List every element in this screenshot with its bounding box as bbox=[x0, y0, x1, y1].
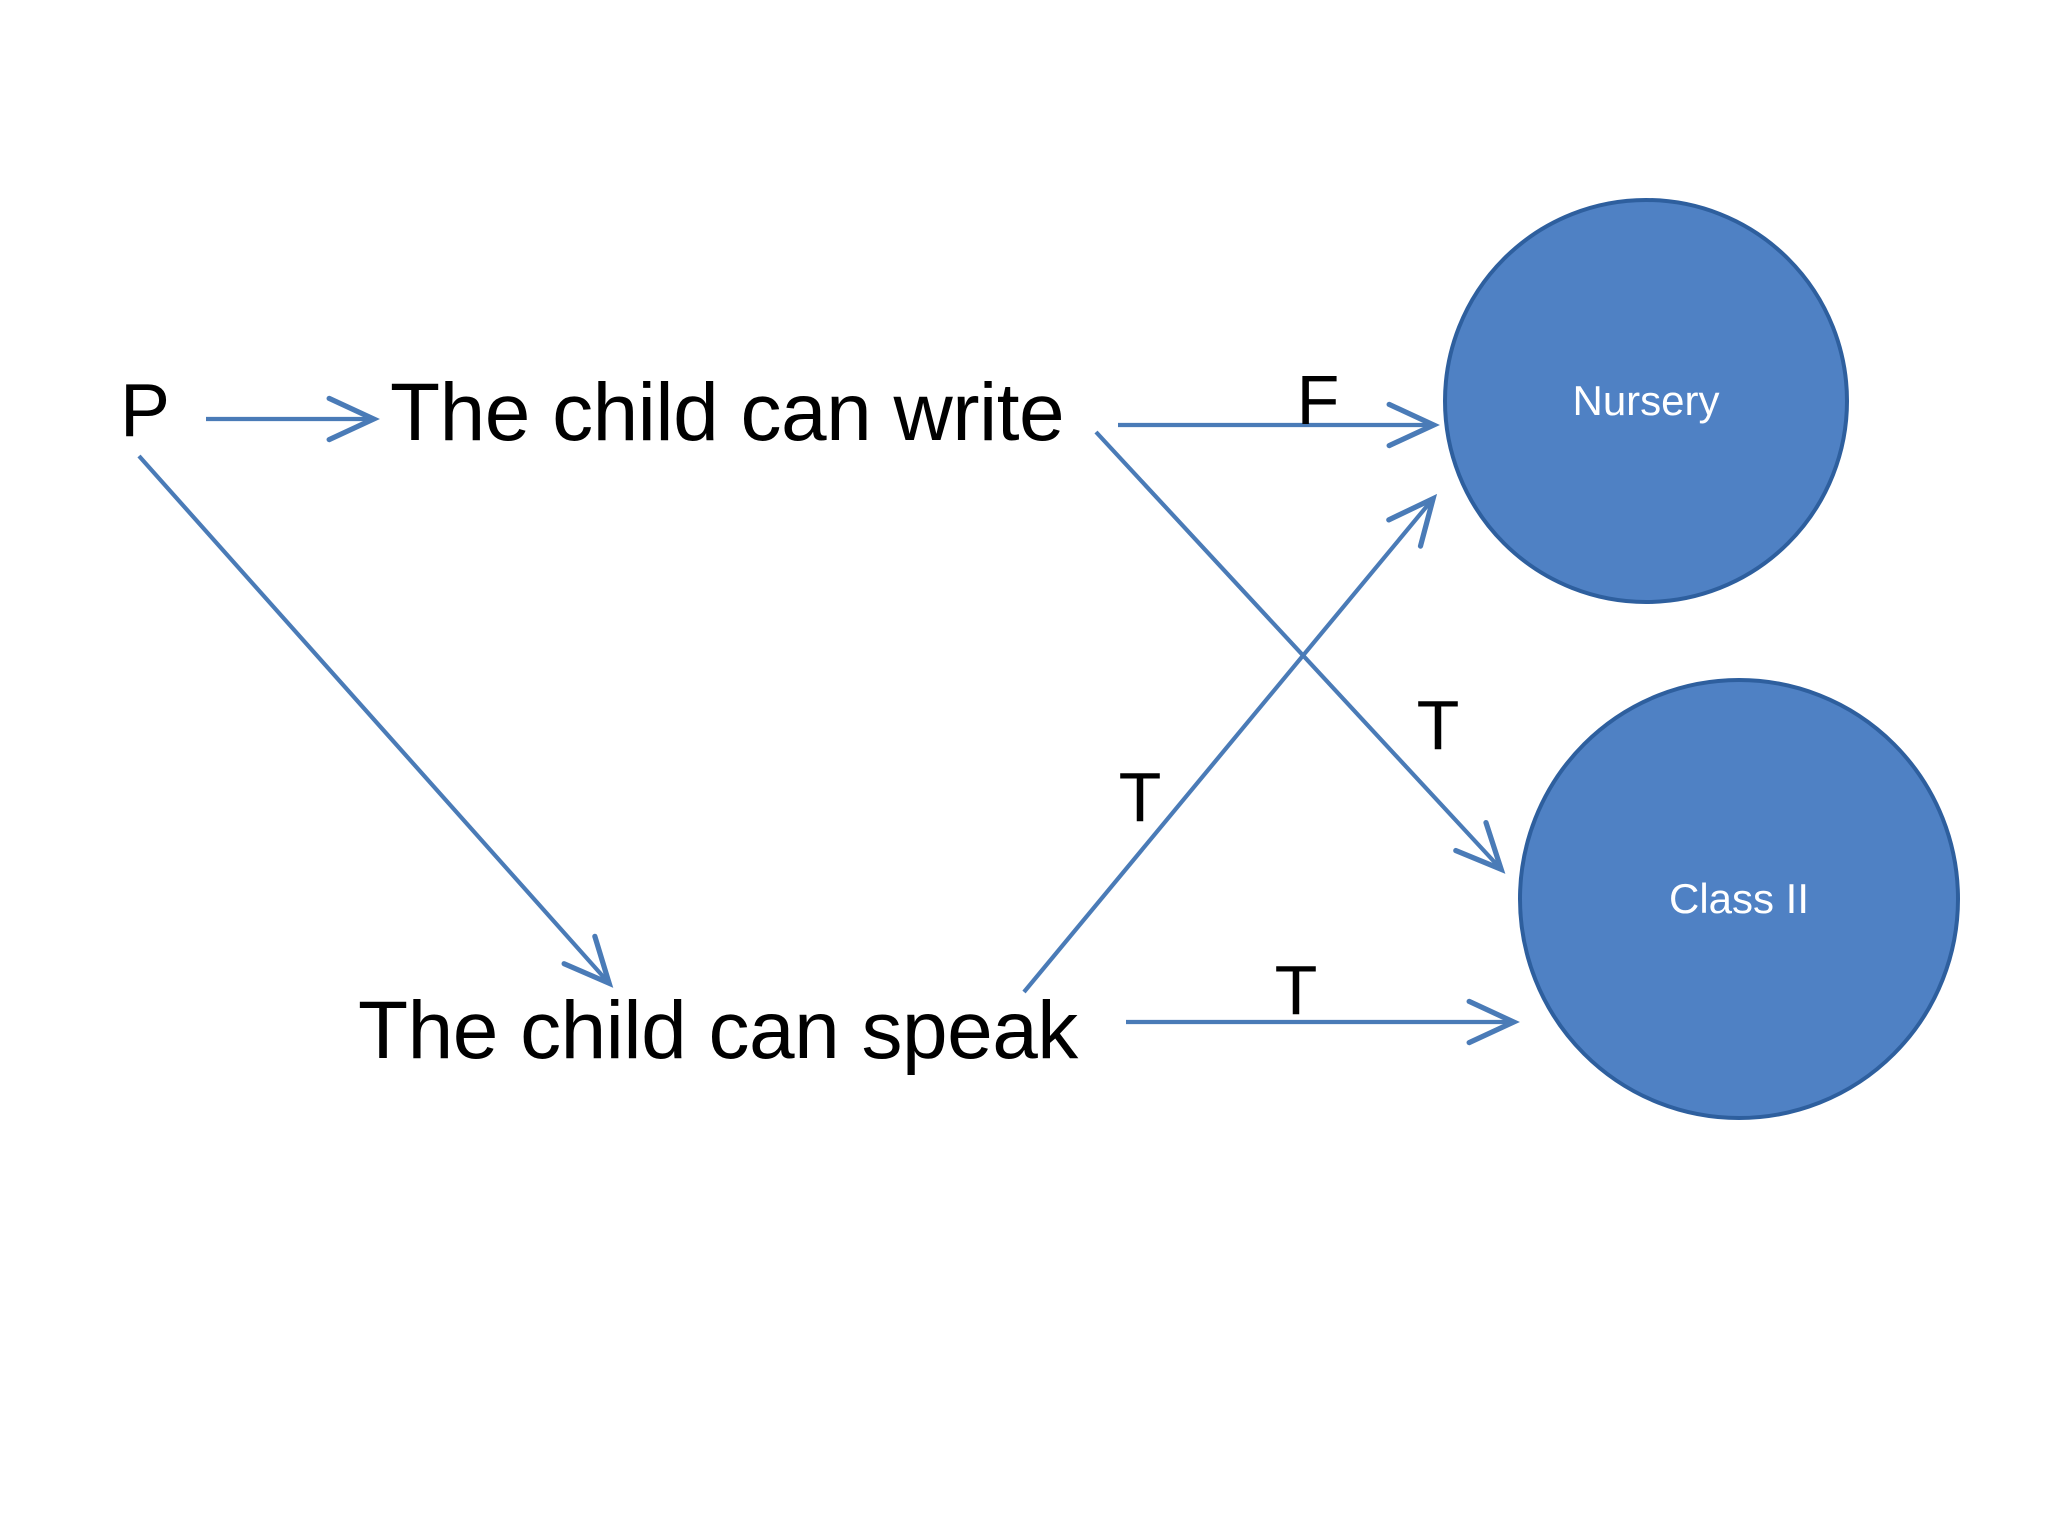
outcome-node-class2-label: Class II bbox=[1668, 875, 1810, 922]
edge-p-to-speak bbox=[137, 454, 614, 988]
outcome-node-class2[interactable]: Class II bbox=[1518, 678, 1960, 1120]
edge-label-write-class2: T bbox=[1416, 686, 1460, 764]
outcome-node-nursery-label: Nursery bbox=[1572, 377, 1720, 424]
source-label-p: P bbox=[120, 368, 171, 452]
proposition-child-can-speak: The child can speak bbox=[358, 985, 1078, 1076]
edge-label-speak-class2: T bbox=[1274, 951, 1318, 1029]
edge-speak-to-nursery bbox=[1022, 493, 1438, 994]
proposition-child-can-write: The child can write bbox=[390, 367, 1065, 458]
outcome-node-nursery[interactable]: Nursery bbox=[1443, 198, 1849, 604]
edge-label-write-nursery: F bbox=[1296, 361, 1340, 439]
edge-label-speak-nursery: T bbox=[1118, 758, 1162, 836]
